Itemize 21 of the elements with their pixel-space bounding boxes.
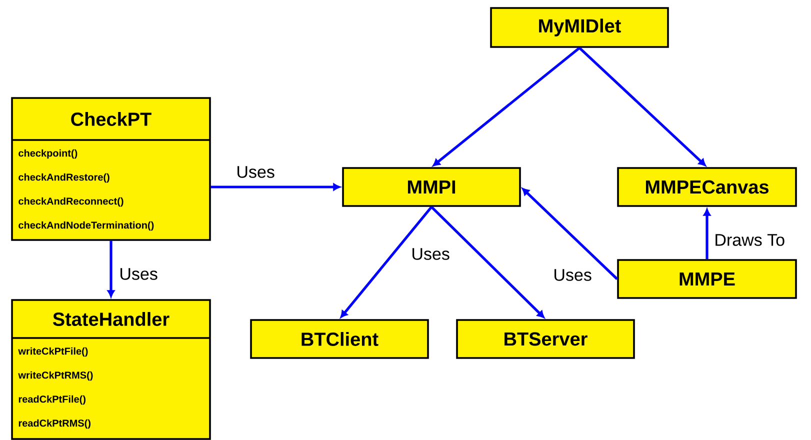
edge-label: Uses — [410, 247, 451, 261]
arrow — [107, 240, 115, 298]
class-box: MyMIDlet — [490, 7, 669, 48]
class-box: BTServer — [456, 319, 635, 359]
arrow — [578, 46, 706, 166]
class-box: BTClient — [250, 319, 429, 359]
class-box: StateHandler writeCkPtFile() writeCkPtRMS() readCkPtFile() readCkPtRMS() — [11, 299, 211, 440]
class-box: MMPI — [342, 167, 521, 207]
arrow — [210, 183, 340, 191]
class-box: CheckPT checkpoint() checkAndRestore() checkAndReconnect() checkAndNodeTermination() — [11, 97, 211, 241]
edge-label: Uses — [118, 267, 159, 281]
edge-label: Uses — [552, 268, 593, 282]
edge-label: Uses — [235, 165, 276, 179]
class-box: MMPE — [617, 259, 797, 299]
class-box: MMPECanvas — [617, 167, 797, 207]
arrow — [432, 46, 580, 166]
arrow — [522, 188, 618, 280]
arrow — [703, 208, 711, 260]
arrow — [340, 206, 432, 318]
arrow — [430, 206, 544, 318]
edge-label: Draws To — [713, 233, 786, 247]
